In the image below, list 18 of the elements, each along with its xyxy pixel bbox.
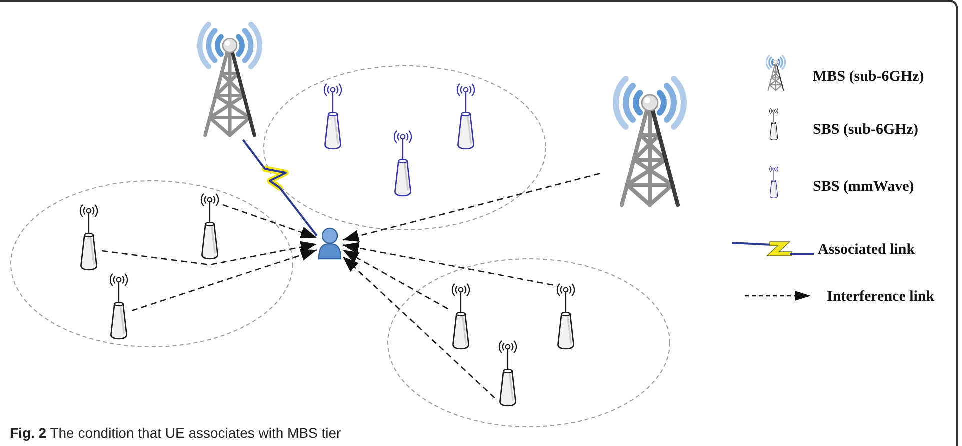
- person-icon: [317, 227, 343, 260]
- dashed-ellipse: [387, 258, 671, 428]
- dashed-arrow: [222, 204, 318, 239]
- dashed-arrow: [102, 241, 318, 266]
- dashed-arrow: [342, 250, 448, 310]
- lightning-link: [242, 139, 318, 237]
- legend-label: Associated link: [818, 241, 916, 259]
- legend-label: MBS (sub-6GHz): [813, 68, 924, 86]
- legend-label: SBS (sub-6GHz): [813, 121, 918, 139]
- legend-label: SBS (mmWave): [813, 178, 914, 196]
- legend-label: Interference link: [827, 288, 935, 306]
- dashed-arrow: [132, 249, 318, 312]
- dashed-arrow: [342, 256, 496, 399]
- dashed-ellipse: [263, 65, 547, 231]
- dashed-arrow: [342, 173, 600, 242]
- figure-caption: Fig. 2 The condition that UE associates with MBS tier: [10, 424, 342, 442]
- dashed-ellipse: [10, 180, 294, 348]
- dashed-arrow: [342, 242, 554, 286]
